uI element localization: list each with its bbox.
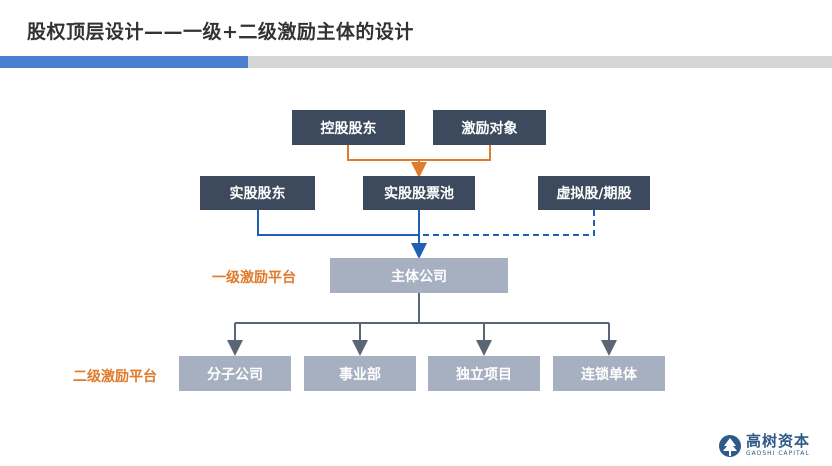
node-chain-unit: 连锁单体 <box>553 356 665 391</box>
tree-logo-icon <box>719 435 741 457</box>
node-independent-project: 独立项目 <box>428 356 540 391</box>
logo-name-cn: 高树资本 <box>746 432 811 450</box>
node-business-unit: 事业部 <box>304 356 416 391</box>
blue-connector-dashed <box>419 210 595 236</box>
company-logo: 高树资本 GAOSHI CAPITAL <box>718 433 818 461</box>
blue-connector-left <box>257 210 419 236</box>
page-title: 股权顶层设计——一级+二级激励主体的设计 <box>27 21 414 43</box>
node-subsidiary: 分子公司 <box>179 356 291 391</box>
node-share-pool: 实股股票池 <box>363 176 475 210</box>
logo-name-en: GAOSHI CAPITAL <box>746 450 810 457</box>
node-main-company: 主体公司 <box>330 258 508 293</box>
header-divider-bar <box>248 56 832 68</box>
orange-connector <box>347 145 491 161</box>
label-level2-platform: 二级激励平台 <box>73 369 157 385</box>
header-accent-bar <box>0 56 248 68</box>
node-incentive-target: 激励对象 <box>433 110 546 145</box>
node-real-shareholder: 实股股东 <box>200 176 315 210</box>
label-level1-platform: 一级激励平台 <box>212 270 296 286</box>
node-virtual-stock: 虚拟股/期股 <box>538 176 650 210</box>
node-controlling-shareholder: 控股股东 <box>292 110 405 145</box>
